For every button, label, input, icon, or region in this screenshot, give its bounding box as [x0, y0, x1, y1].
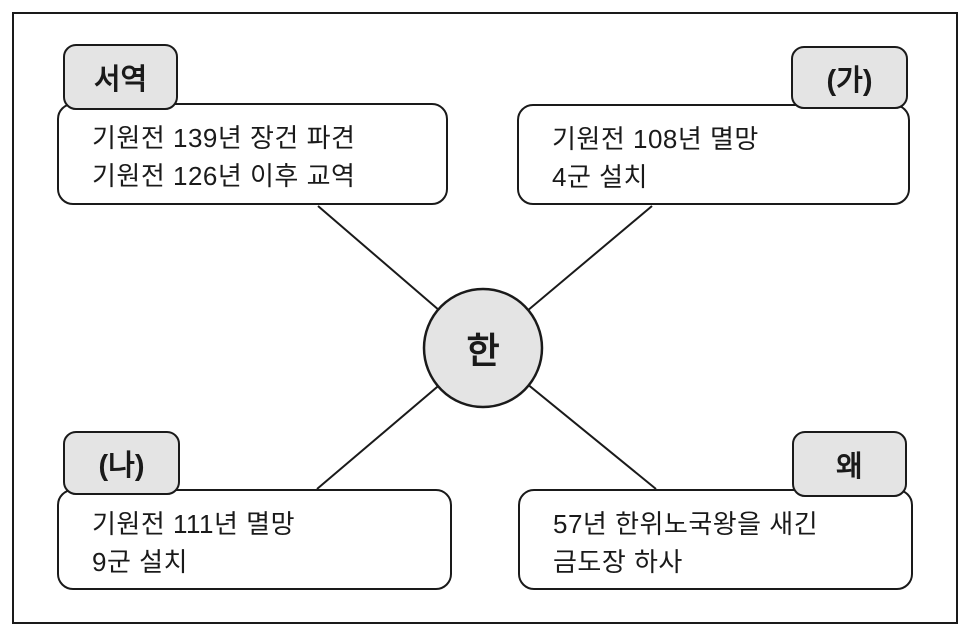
node-tab-wae: 왜	[792, 431, 907, 497]
node-tab-na: (나)	[63, 431, 180, 495]
node-text-line: 4군 설치	[552, 162, 648, 192]
node-tab-seoyeok: 서역	[63, 44, 178, 110]
node-text-line: 기원전 111년 멸망	[92, 509, 295, 539]
outer-frame	[12, 12, 958, 624]
node-text-line: 기원전 126년 이후 교역	[92, 161, 356, 191]
node-text-line: 9군 설치	[92, 547, 188, 577]
node-body-na: 기원전 111년 멸망 9군 설치	[57, 489, 452, 590]
node-text-line: 금도장 하사	[553, 547, 683, 577]
node-body-wae: 57년 한위노국왕을 새긴 금도장 하사	[518, 489, 913, 590]
node-text-line: 기원전 108년 멸망	[552, 124, 759, 154]
node-text-line: 57년 한위노국왕을 새긴	[553, 509, 819, 539]
node-tab-ga: (가)	[791, 46, 908, 109]
node-body-seoyeok: 기원전 139년 장건 파견 기원전 126년 이후 교역	[57, 103, 448, 205]
node-body-ga: 기원전 108년 멸망 4군 설치	[517, 104, 910, 205]
node-text-line: 기원전 139년 장건 파견	[92, 123, 356, 153]
center-circle	[422, 287, 544, 409]
center-node-label: 한	[466, 330, 500, 371]
